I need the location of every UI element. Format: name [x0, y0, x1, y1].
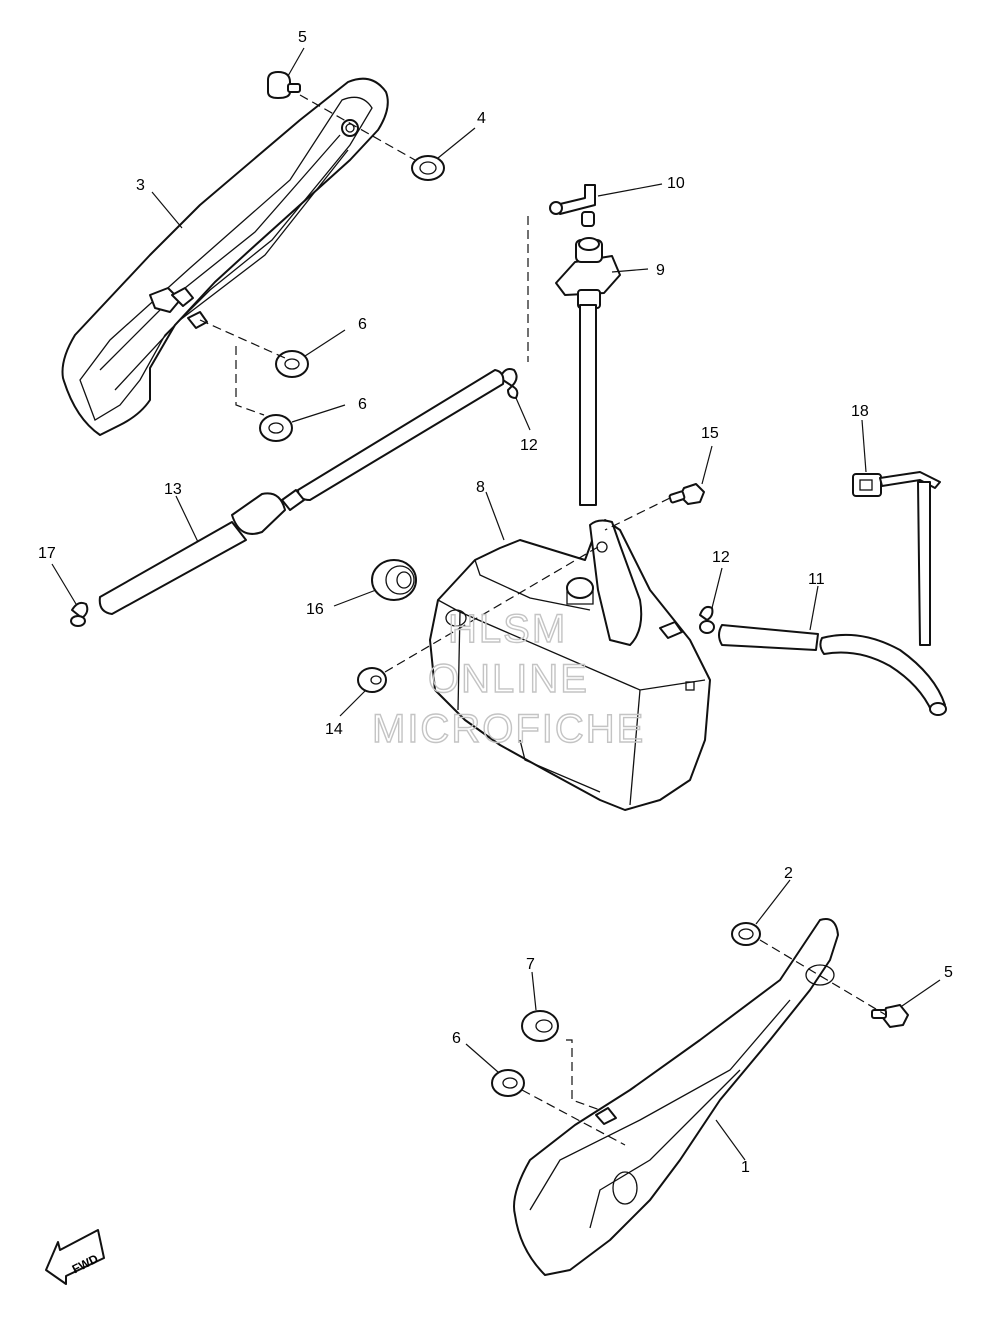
callout-14: 14 — [325, 721, 343, 738]
callout-5-lower: 5 — [944, 964, 953, 981]
washer-upper — [411, 155, 445, 181]
callout-7: 7 — [526, 956, 535, 973]
callout-5-upper: 5 — [298, 29, 307, 46]
fwd-arrow-icon: FWD — [45, 1229, 105, 1285]
callout-15: 15 — [701, 425, 719, 442]
filler-cap — [555, 237, 621, 506]
washer-lower — [731, 922, 761, 946]
callout-9: 9 — [656, 262, 665, 279]
callout-13: 13 — [164, 481, 182, 498]
callout-6-upper-a: 6 — [358, 316, 367, 333]
callout-6-lower: 6 — [452, 1030, 461, 1047]
grommet-lower-6 — [491, 1069, 525, 1097]
hose-clip-right — [699, 605, 715, 634]
callout-1: 1 — [741, 1159, 750, 1176]
callout-11: 11 — [808, 571, 825, 588]
callout-8: 8 — [476, 479, 485, 496]
tank-collar — [357, 667, 387, 693]
callouts: 5 4 3 10 9 6 6 12 18 15 13 8 17 12 11 16… — [38, 29, 953, 1176]
drain-hose — [718, 624, 947, 716]
watermark-line-1: HLSM — [448, 607, 567, 651]
watermark: HLSM ONLINE MICROFICHE — [371, 606, 645, 751]
callout-3: 3 — [136, 177, 145, 194]
bolt-upper — [267, 71, 301, 99]
callout-10: 10 — [667, 175, 685, 192]
callout-17: 17 — [38, 545, 56, 562]
leader-lines — [51, 47, 941, 1161]
assembly-lines — [199, 94, 887, 1146]
callout-16: 16 — [306, 601, 324, 618]
tank-grommet — [371, 559, 417, 601]
tank-bolt — [668, 483, 705, 505]
grommet-lower-7 — [521, 1010, 559, 1042]
hose-clip-left — [70, 601, 89, 627]
callout-12-upper: 12 — [520, 437, 538, 454]
grommet-upper-a — [275, 350, 309, 378]
grommet-upper-b — [259, 414, 293, 442]
breather-elbow — [549, 184, 596, 227]
upper-side-cover — [61, 77, 389, 436]
callout-2: 2 — [784, 865, 793, 882]
callout-18: 18 — [851, 403, 869, 420]
callout-4: 4 — [477, 110, 486, 127]
bolt-lower — [871, 1004, 909, 1028]
watermark-line-3: MICROFICHE — [372, 707, 645, 751]
breather-hose — [98, 369, 505, 615]
hose-clip-upper — [499, 368, 519, 399]
watermark-line-2: ONLINE — [428, 657, 589, 701]
lower-side-cover — [513, 918, 839, 1276]
callout-6-upper-b: 6 — [358, 396, 367, 413]
oil-tank — [429, 519, 711, 811]
callout-12-right: 12 — [712, 549, 730, 566]
wire-bracket — [852, 471, 941, 646]
